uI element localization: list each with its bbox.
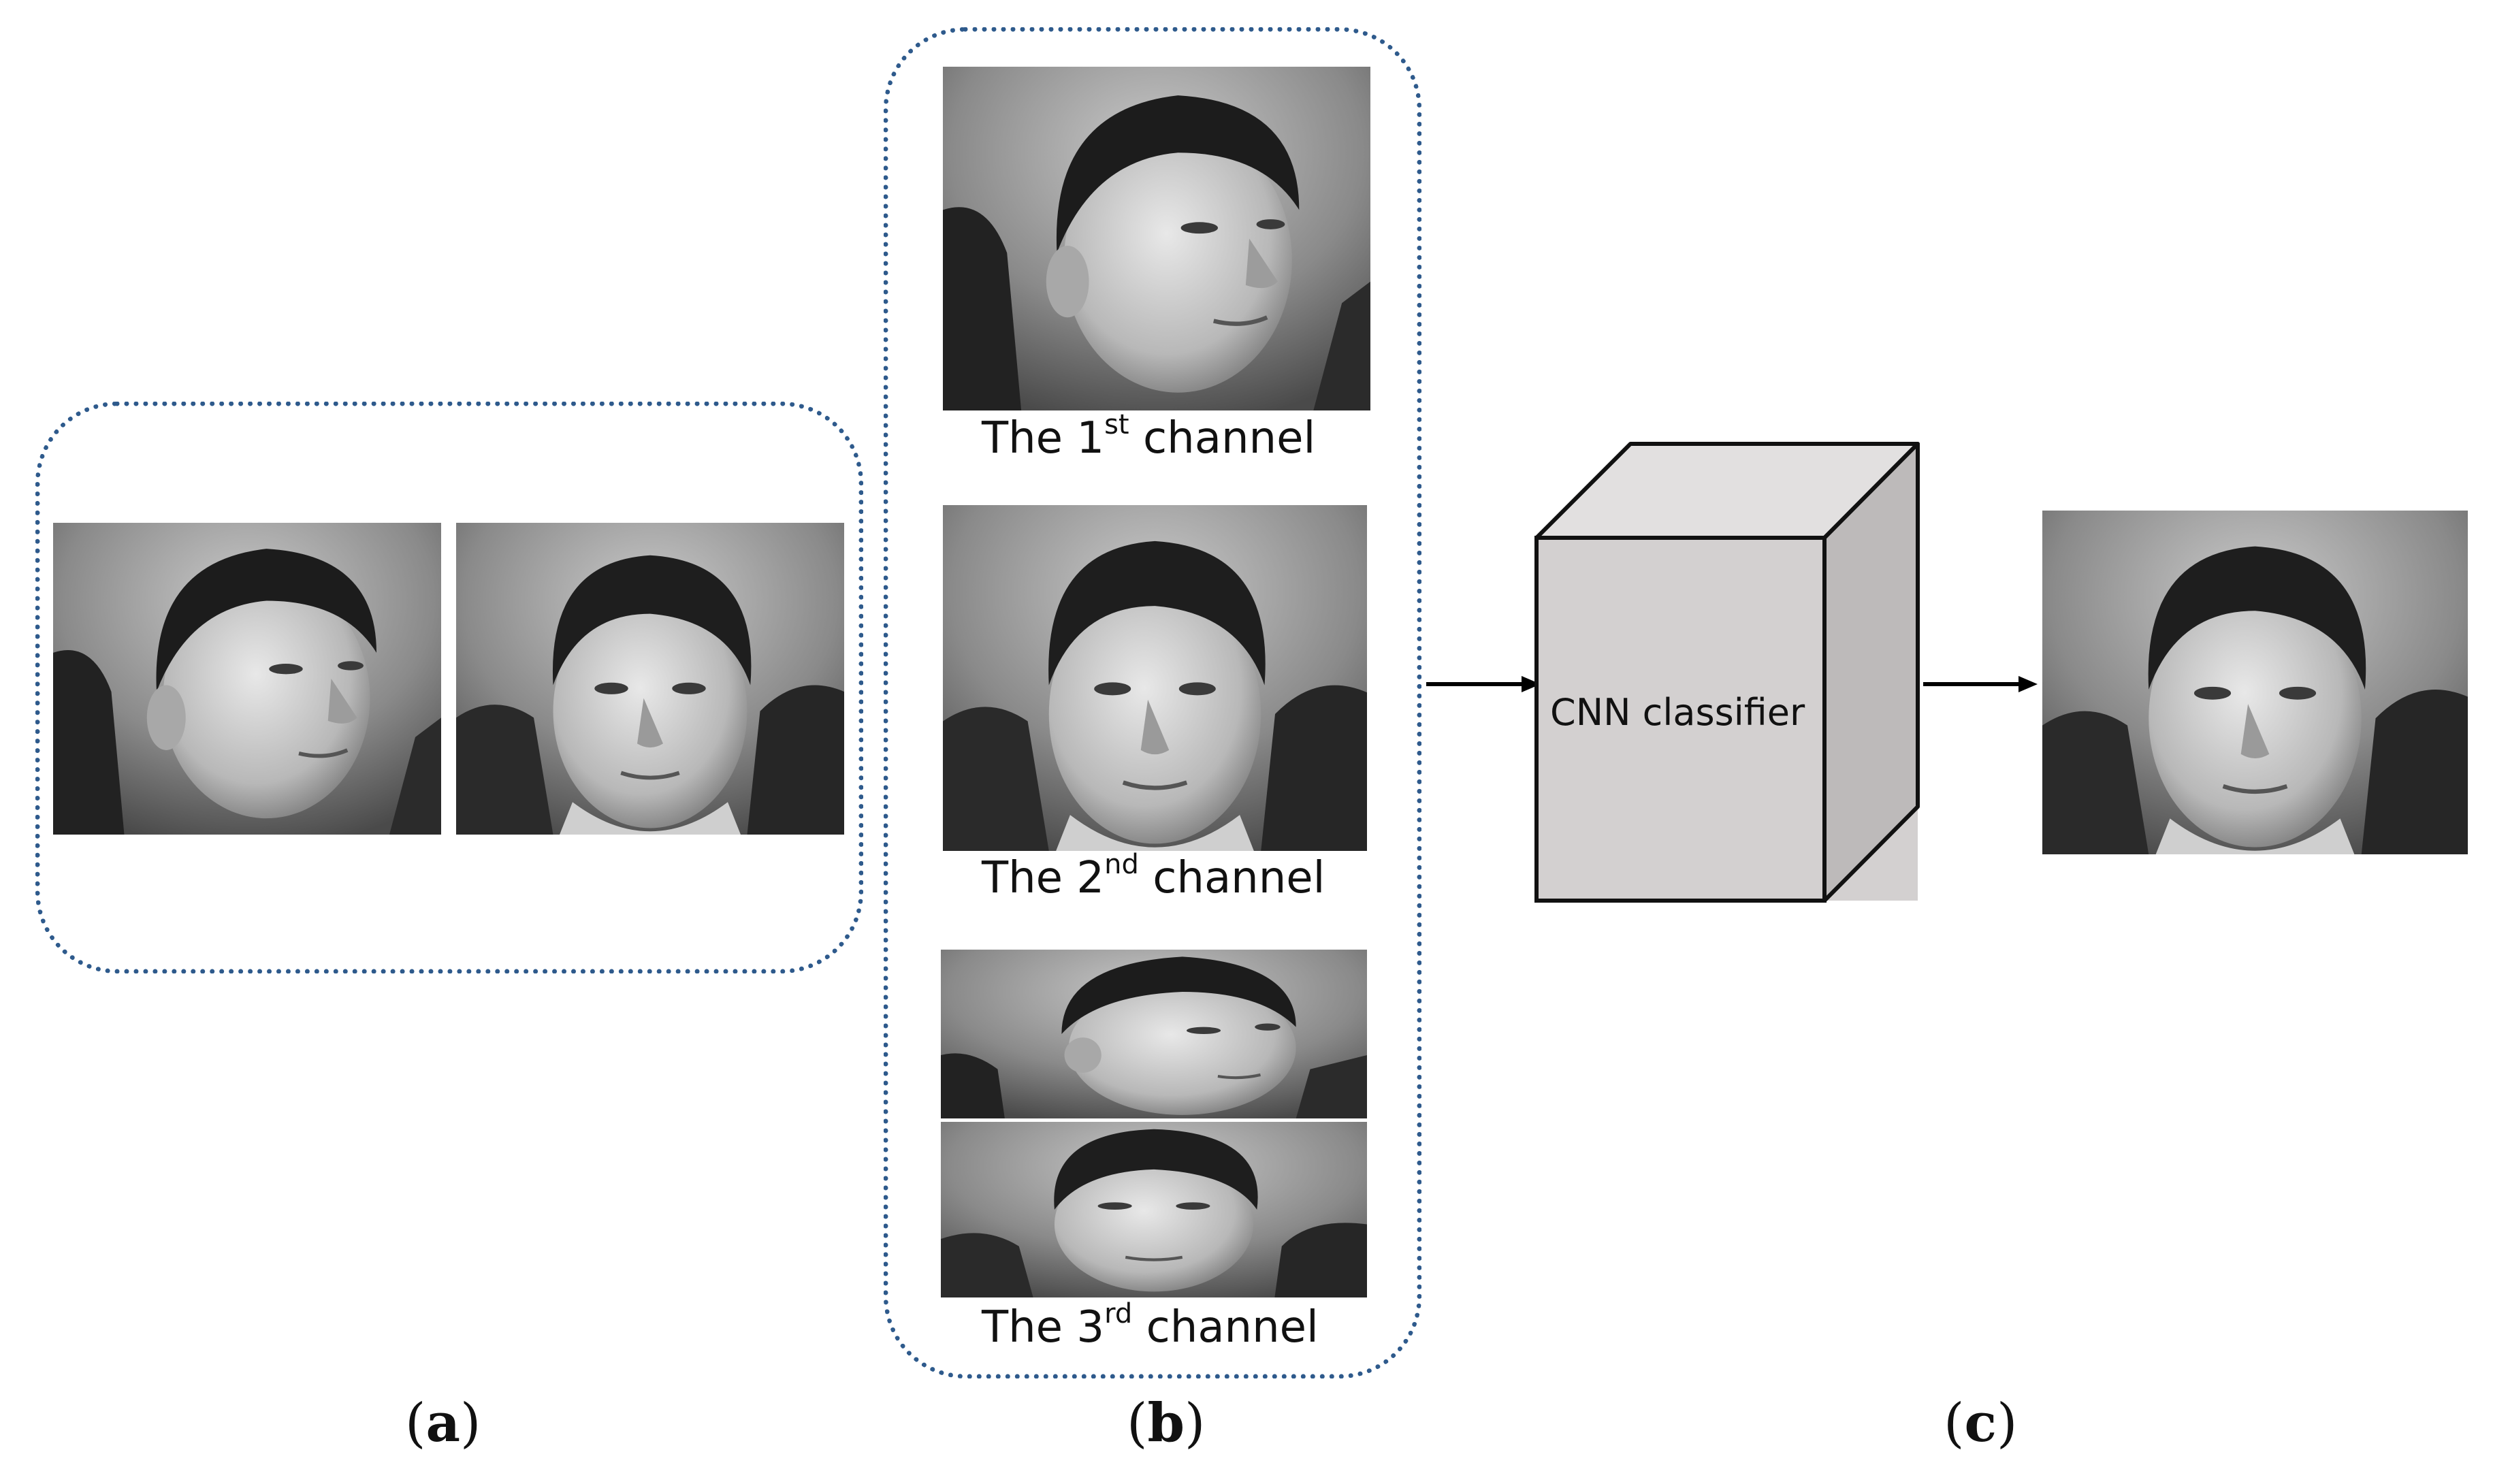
channel-3-label: The 3rd channel bbox=[982, 1298, 1319, 1353]
face-photo-frontal bbox=[456, 523, 844, 835]
arrow-to-output bbox=[1923, 676, 2038, 692]
arrow-to-classifier bbox=[1426, 676, 1541, 692]
channel-3-image-bottom bbox=[941, 1122, 1367, 1297]
panel-label-b: (b) bbox=[1127, 1392, 1206, 1454]
channel-2-image bbox=[943, 505, 1367, 851]
cnn-classifier-cube bbox=[1534, 442, 1920, 903]
cnn-classifier-label: CNN classifier bbox=[1550, 691, 1805, 734]
panel-label-a: (a) bbox=[405, 1392, 481, 1454]
output-face-photo bbox=[2042, 511, 2468, 854]
channel-2-label: The 2nd channel bbox=[982, 849, 1325, 903]
channel-1-label: The 1st channel bbox=[982, 409, 1316, 464]
panel-label-c: (c) bbox=[1944, 1392, 2018, 1454]
face-photo-left-turned bbox=[53, 523, 441, 835]
channel-3-image-top bbox=[941, 950, 1367, 1118]
input-images-group bbox=[35, 402, 863, 973]
channel-1-image bbox=[943, 67, 1370, 410]
channels-group bbox=[884, 27, 1421, 1378]
